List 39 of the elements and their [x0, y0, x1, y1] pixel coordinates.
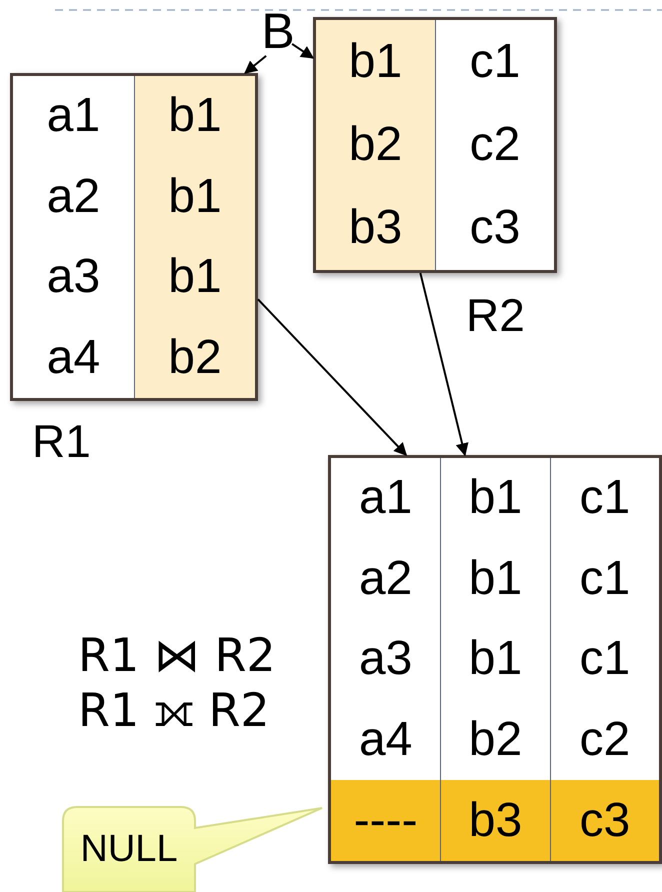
table-cell: a1 — [13, 76, 134, 156]
table-cell: a4 — [331, 700, 440, 780]
table-cell: b1 — [440, 458, 550, 539]
table-cell: c3 — [435, 186, 554, 270]
arrow — [419, 272, 468, 456]
table-cell: b3 — [440, 780, 550, 861]
table-cell: b2 — [316, 103, 435, 187]
table-cell: b1 — [134, 156, 255, 237]
table-cell: b1 — [134, 237, 255, 318]
table-cell: c1 — [550, 458, 659, 539]
table-cell: b2 — [134, 318, 255, 398]
table-cell: c1 — [435, 20, 554, 104]
table-cell: a1 — [331, 458, 440, 539]
arrow — [244, 55, 267, 74]
table-cell: c1 — [550, 538, 659, 620]
table-cell: a2 — [331, 538, 440, 620]
callout-text: NULL — [80, 830, 178, 868]
attribute-label: B — [256, 4, 300, 58]
table-cell: b1 — [316, 20, 435, 104]
table-cell: ---- — [331, 780, 440, 861]
table-name: R1 — [32, 418, 91, 464]
table-cell: a3 — [331, 619, 440, 700]
arrow — [257, 298, 408, 456]
data-table — [10, 73, 258, 401]
table-cell: c3 — [550, 780, 659, 861]
join-expression: R1 ⋈ R2 — [78, 630, 276, 681]
table-cell: c2 — [550, 700, 659, 780]
table-name: R2 — [466, 292, 525, 338]
table-cell: b3 — [316, 186, 435, 270]
join-expression: R1 ⟗ R2 — [78, 684, 271, 736]
data-table — [328, 455, 662, 864]
table-cell: c2 — [435, 103, 554, 187]
table-cell: c1 — [550, 619, 659, 700]
table-cell: b2 — [440, 700, 550, 780]
table-cell: a4 — [13, 318, 134, 398]
callout-bubble — [62, 806, 324, 892]
arrow — [292, 43, 314, 59]
data-table — [313, 17, 557, 273]
table-cell: b1 — [134, 76, 255, 156]
